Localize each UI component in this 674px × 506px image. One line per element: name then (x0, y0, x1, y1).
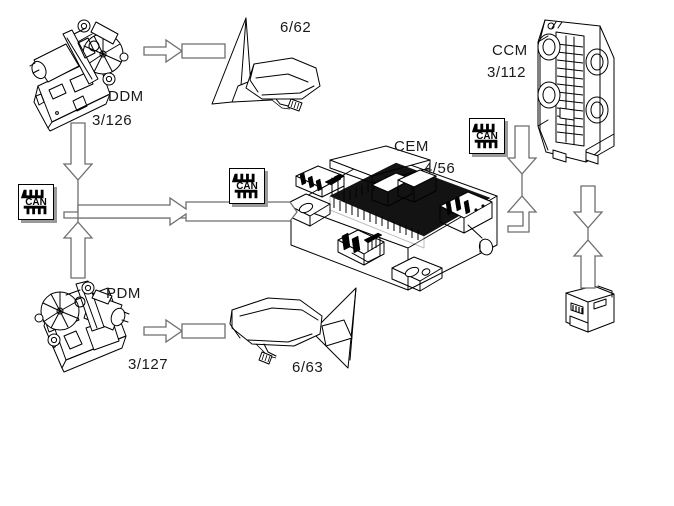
bus-arrow-ccm-to-switch (574, 186, 602, 288)
bus-arrow-horizontal-to-cem (78, 198, 297, 225)
label-cem-code: 4/56 (424, 160, 456, 177)
label-ccm-code: 3/112 (487, 64, 526, 81)
arrow-ddm-to-left-mirror (144, 40, 225, 62)
can-waveform-icon: CAN (471, 123, 498, 149)
label-left-mirror: 6/62 (280, 19, 312, 36)
pdm-motor-illustration (35, 281, 129, 372)
right-mirror-illustration (230, 288, 356, 368)
ddm-motor-illustration (29, 20, 128, 131)
can-waveform-icon: CAN (231, 173, 258, 199)
left-mirror-illustration (212, 18, 320, 111)
can-waveform-icon: CAN (20, 189, 47, 215)
label-ccm: CCM (492, 42, 528, 59)
switch-module-illustration (566, 286, 614, 332)
arrow-pdm-to-right-mirror (144, 320, 225, 342)
label-right-mirror: 6/63 (292, 359, 324, 376)
can-badge-text: CAN (25, 197, 46, 208)
can-badge-text: CAN (476, 131, 497, 142)
cem-illustration (286, 146, 497, 291)
label-pdm-code: 3/127 (128, 356, 169, 373)
can-bus-icon-left: CAN (18, 184, 54, 220)
can-badge-text: CAN (236, 181, 257, 192)
label-ddm-code: 3/126 (92, 112, 133, 129)
ccm-illustration (538, 20, 614, 164)
bus-arrow-cem-to-ccm (508, 126, 536, 232)
can-bus-icon-center: CAN (229, 168, 265, 204)
label-cem: CEM (394, 138, 429, 155)
can-bus-icon-right: CAN (469, 118, 505, 154)
label-pdm: PDM (106, 285, 141, 302)
label-ddm: DDM (108, 88, 144, 105)
